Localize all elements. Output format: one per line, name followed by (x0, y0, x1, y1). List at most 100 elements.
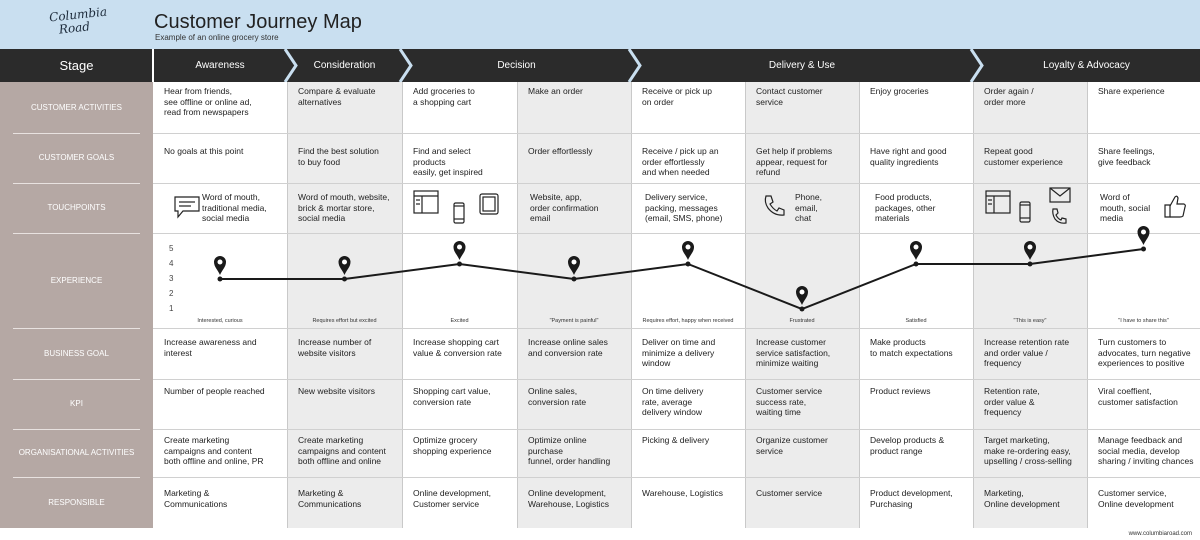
column-divider (859, 82, 860, 528)
row-divider (153, 183, 1200, 184)
stage-4: Loyalty & Advocacy (1043, 60, 1130, 71)
thumbs-up-icon (1164, 195, 1186, 218)
column-shade (973, 82, 1087, 528)
business-cell: Increase shopping cart value & conversio… (413, 337, 502, 358)
row-separator (13, 183, 140, 184)
stage-chevron (398, 49, 413, 82)
business-cell: Deliver on time and minimize a delivery … (642, 337, 716, 368)
chat-bubble-icon (174, 196, 200, 219)
responsible-cell: Marketing & Communications (298, 488, 362, 509)
experience-ytick: 3 (169, 274, 174, 283)
goal-cell: Find the best solution to buy food (298, 146, 379, 167)
activity-cell: Compare & evaluate alternatives (298, 86, 376, 107)
business-cell: Increase retention rate and order value … (984, 337, 1070, 368)
kpi-cell: Online sales, conversion rate (528, 386, 587, 407)
goal-cell: Get help if problems appear, request for… (756, 146, 833, 177)
org-cell: Manage feedback and social media, develo… (1098, 435, 1194, 466)
experience-point (338, 256, 351, 282)
responsible-cell: Product development, Purchasing (870, 488, 953, 509)
row-divider (153, 328, 1200, 329)
business-cell: Make products to match expectations (870, 337, 953, 358)
experience-ytick: 2 (169, 289, 174, 298)
row-divider (153, 233, 1200, 234)
kpi-cell: On time delivery rate, average delivery … (642, 386, 704, 417)
stage-chevron (627, 49, 642, 82)
org-cell: Target marketing, make re-ordering easy,… (984, 435, 1072, 466)
row-separator (13, 328, 140, 329)
kpi-cell: Product reviews (870, 386, 931, 396)
experience-ytick: 4 (169, 259, 174, 268)
responsible-cell: Marketing, Online development (984, 488, 1060, 509)
row-separator (13, 477, 140, 478)
experience-point (1137, 226, 1150, 252)
touchpoint-cell: Website, app, order confirmation email (530, 192, 599, 223)
mobile-phone-icon (453, 202, 465, 224)
activity-cell: Receive or pick up on order (642, 86, 712, 107)
goal-cell: No goals at this point (164, 146, 244, 156)
row-label-6: ORGANISATIONAL ACTIVITIES (18, 448, 135, 457)
stage-divider (152, 49, 154, 82)
goal-cell: Repeat good customer experience (984, 146, 1063, 167)
responsible-cell: Customer service, Online development (1098, 488, 1174, 509)
responsible-cell: Online development, Customer service (413, 488, 491, 509)
logo-line2: Road (58, 19, 91, 37)
experience-ytick: 1 (169, 304, 174, 313)
row-label-2: TOUCHPOINTS (47, 203, 106, 212)
footer-url: www.columbiaroad.com (1128, 531, 1192, 537)
experience-emotion-label: Frustrated (789, 318, 815, 324)
touchpoint-cell: Delivery service, packing, messages (ema… (645, 192, 723, 223)
row-separator (13, 233, 140, 234)
responsible-cell: Warehouse, Logistics (642, 488, 723, 498)
responsible-cell: Online development, Warehouse, Logistics (528, 488, 609, 509)
activity-cell: Add groceries to a shopping cart (413, 86, 475, 107)
activity-cell: Contact customer service (756, 86, 823, 107)
telephone-icon (764, 195, 785, 216)
row-label-1: CUSTOMER GOALS (38, 153, 115, 162)
experience-emotion-label: Requires effort, happy when received (642, 318, 734, 324)
goal-cell: Order effortlessly (528, 146, 593, 156)
company-logo: Columbia Road (48, 5, 107, 42)
row-separator (13, 133, 140, 134)
row-label-3: EXPERIENCE (50, 275, 103, 285)
experience-point (910, 241, 922, 267)
activity-cell: Hear from friends, see offline or online… (164, 86, 252, 117)
stage-2: Decision (497, 60, 536, 71)
page-subtitle: Example of an online grocery store (155, 33, 279, 42)
kpi-cell: Shopping cart value, conversion rate (413, 386, 491, 407)
org-cell: Optimize online purchase funnel, order h… (528, 435, 611, 466)
activity-cell: Enjoy groceries (870, 86, 929, 96)
column-divider (631, 82, 632, 528)
row-label-4: BUSINESS GOAL (44, 348, 109, 358)
stage-chevron (969, 49, 984, 82)
touchpoint-cell: Phone, email, chat (795, 192, 822, 223)
column-divider (1087, 82, 1088, 528)
experience-chart (214, 226, 1150, 312)
column-divider (517, 82, 518, 528)
telephone-icon (1052, 208, 1067, 224)
org-cell: Create marketing campaigns and content b… (164, 435, 264, 466)
touchpoint-cell: Word of mouth, social media (1100, 192, 1151, 223)
row-separator (13, 379, 140, 380)
business-cell: Increase awareness and interest (164, 337, 257, 358)
stage-1: Consideration (313, 60, 376, 71)
kpi-cell: Customer service success rate, waiting t… (756, 386, 823, 417)
goal-cell: Share feelings, give feedback (1098, 146, 1155, 167)
column-divider (745, 82, 746, 528)
stage-label: Stage (59, 58, 94, 73)
business-cell: Increase customer service satisfaction, … (756, 337, 831, 368)
experience-emotion-label: "I have to share this" (1118, 318, 1169, 324)
kpi-cell: Viral coeffient, customer satisfaction (1098, 386, 1178, 407)
row-label-0: CUSTOMER ACTIVITIES (31, 102, 122, 112)
org-cell: Organize customer service (756, 435, 828, 456)
experience-point (214, 256, 226, 282)
row-label-sidebar: CUSTOMER ACTIVITIES CUSTOMER GOALS TOUCHPO… (0, 82, 153, 528)
org-cell: Optimize grocery shopping experience (413, 435, 492, 456)
touchpoint-cell: Food products, packages, other materials (875, 192, 936, 223)
stage-chevron (283, 49, 298, 82)
page-title: Customer Journey Map (154, 11, 362, 33)
experience-point (1024, 241, 1036, 267)
experience-point (568, 256, 580, 282)
experience-emotion-label: "Payment is painful" (549, 318, 599, 324)
